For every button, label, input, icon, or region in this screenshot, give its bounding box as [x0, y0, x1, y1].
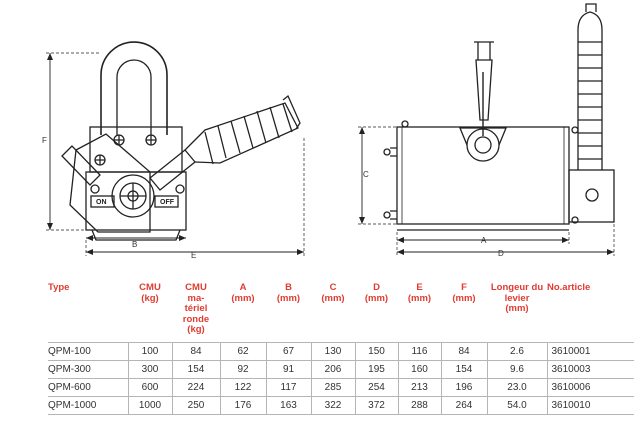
front-view — [46, 41, 305, 256]
table-cell-cmu: 600 — [127, 378, 172, 397]
table-cell-lever: 23.0 — [486, 378, 547, 397]
table-cell-e: 213 — [397, 378, 441, 397]
table-cell-b: 91 — [265, 360, 311, 379]
dim-label-f: F — [42, 136, 47, 145]
column-header-f: F(mm) — [452, 282, 476, 304]
table-cell-cmu_round: 250 — [171, 396, 220, 415]
table-cell-a: 122 — [219, 378, 266, 397]
column-header-a: A(mm) — [231, 282, 255, 304]
table-cell-c: 206 — [310, 360, 355, 379]
table-cell-type: QPM-1000 — [48, 396, 128, 415]
dim-label-c: C — [363, 170, 369, 179]
table-cell-d: 150 — [354, 341, 398, 361]
table-cell-c: 322 — [310, 396, 355, 415]
on-switch-label: ON — [96, 199, 107, 206]
table-cell-f: 84 — [440, 341, 487, 361]
table-cell-c: 130 — [310, 341, 355, 361]
column-header-d: D(mm) — [364, 282, 389, 304]
table-cell-f: 154 — [440, 360, 487, 379]
table-cell-article: 3610006 — [546, 378, 634, 397]
table-cell-c: 285 — [310, 378, 355, 397]
table-cell-b: 163 — [265, 396, 311, 415]
column-header-article: No.article — [547, 282, 591, 293]
technical-drawing: F B E C A D ON OFF — [42, 3, 615, 260]
table-cell-d: 195 — [354, 360, 398, 379]
table-cell-lever: 9.6 — [486, 360, 547, 379]
table-cell-type: QPM-100 — [48, 341, 128, 361]
off-switch-label: OFF — [160, 199, 175, 206]
table-cell-e: 116 — [397, 341, 441, 361]
table-cell-cmu: 300 — [127, 360, 172, 379]
table-cell-article: 3610003 — [546, 360, 634, 379]
dim-label-d: D — [498, 249, 504, 258]
table-cell-f: 196 — [440, 378, 487, 397]
table-cell-cmu: 1000 — [127, 396, 172, 415]
table-cell-a: 176 — [219, 396, 266, 415]
table-cell-e: 288 — [397, 396, 441, 415]
table-cell-type: QPM-300 — [48, 360, 128, 379]
dim-label-e: E — [191, 251, 196, 260]
table-cell-a: 92 — [219, 360, 266, 379]
table-cell-e: 160 — [397, 360, 441, 379]
table-cell-d: 372 — [354, 396, 398, 415]
column-header-e: E(mm) — [407, 282, 432, 304]
table-cell-d: 254 — [354, 378, 398, 397]
table-cell-a: 62 — [219, 341, 266, 361]
table-cell-cmu: 100 — [127, 341, 172, 361]
side-view — [358, 3, 615, 256]
column-header-c: C(mm) — [321, 282, 345, 304]
column-header-cmu: CMU(kg) — [139, 282, 161, 304]
table-cell-lever: 2.6 — [486, 341, 547, 361]
column-header-b: B(mm) — [276, 282, 301, 304]
table-cell-article: 3610010 — [546, 396, 634, 415]
dim-label-a: A — [481, 236, 487, 245]
table-cell-f: 264 — [440, 396, 487, 415]
table-cell-b: 117 — [265, 378, 311, 397]
table-cell-lever: 54.0 — [486, 396, 547, 415]
table-cell-type: QPM-600 — [48, 378, 128, 397]
table-cell-cmu_round: 224 — [171, 378, 220, 397]
dim-label-b: B — [132, 240, 137, 249]
table-cell-cmu_round: 84 — [171, 341, 220, 361]
table-cell-cmu_round: 154 — [171, 360, 220, 379]
column-header-type: Type — [48, 282, 70, 293]
table-cell-b: 67 — [265, 341, 311, 361]
table-cell-article: 3610001 — [546, 341, 634, 361]
